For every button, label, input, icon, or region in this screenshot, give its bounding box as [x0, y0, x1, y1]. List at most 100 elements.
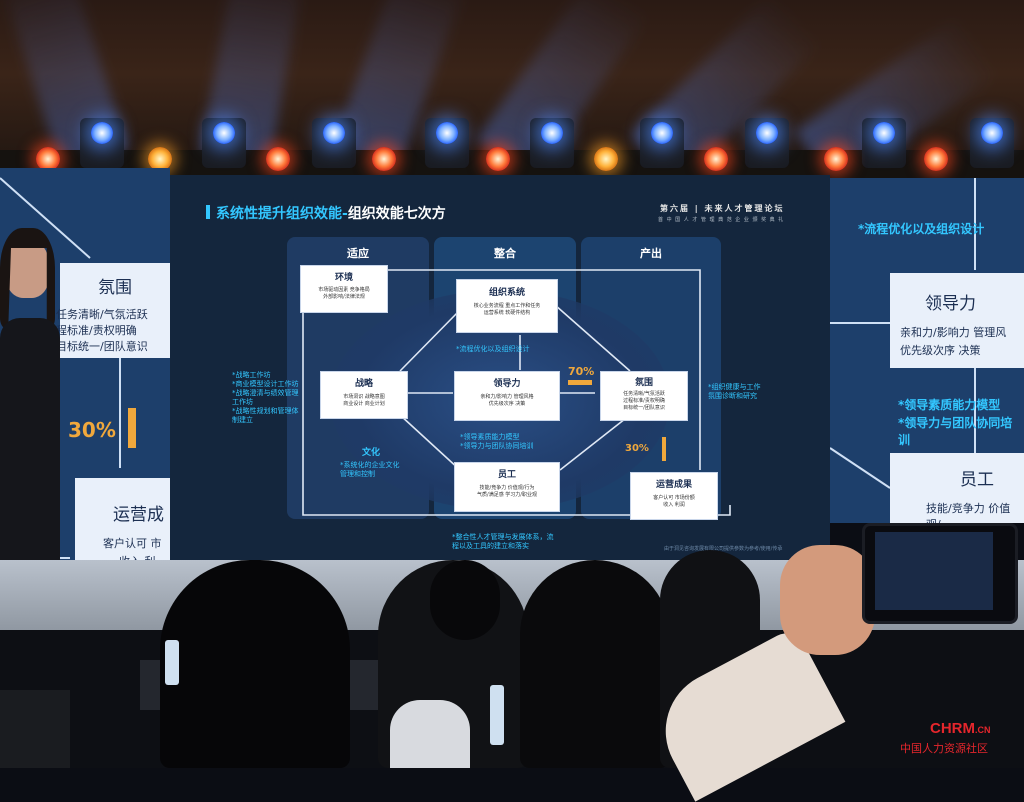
amber-stage-light [594, 147, 618, 171]
column-header: 产出 [640, 247, 662, 260]
red-stage-light [372, 147, 396, 171]
ceiling [0, 0, 1024, 189]
note-process: *流程优化以及组织设计 [456, 345, 530, 353]
down-arrow-icon [662, 437, 666, 461]
left-result-line: 客户认可 市 [103, 537, 162, 550]
main-slide: 系统性提升组织效能-组织效能七次方 第六届 | 未来人才管理论坛 首 中 国 人… [170, 175, 830, 570]
water-bottle [165, 640, 179, 685]
right-note-process: *流程优化以及组织设计 [858, 222, 985, 236]
right-staff-box: 员工 技能/竞争力 价值观/ [890, 453, 1024, 523]
watermark-logo: CHRM.CN [930, 720, 991, 737]
attendee [160, 560, 350, 768]
right-leader-title: 领导力 [925, 294, 976, 314]
attendee-head [430, 560, 500, 640]
box-environment-title: 环境 [334, 273, 353, 283]
note-climate: *组织健康与工作 氛围诊断和研究 [708, 383, 761, 400]
box-climate-title: 氛围 [634, 378, 653, 388]
culture-label: 文化 [362, 448, 381, 458]
left-side-screen: 氛围 任务清晰/气氛活跃 程标准/责权明确 目标统一/团队意识 30% 运营成 … [0, 168, 170, 578]
left-climate-line: 目标统一/团队意识 [56, 340, 148, 353]
pct-30-label: 30% [625, 443, 649, 454]
right-note-team: *领导力与团队协同培训 [898, 416, 1013, 447]
box-climate: 氛围 任务清晰/气氛活跃 过程标准/责权明确 目标统一/团队意识 [600, 371, 688, 421]
down-arrow-icon [128, 408, 136, 448]
box-leadership: 领导力 亲和力/影响力 管理风格 优先级次序 决策 [454, 371, 560, 421]
left-pct-label: 30% [68, 418, 116, 442]
note-strategy-workshops: *战略工作坊 *商业模型设计工作坊 *战略澄清与绩效管理 工作坊 *战略性规划和… [232, 371, 299, 424]
box-org-system: 组织系统 核心业务流程 重点工作和任务 运营系统 软硬件结构 [456, 279, 558, 333]
right-leader-line: 优先级次序 决策 [900, 344, 981, 357]
red-stage-light [704, 147, 728, 171]
stage-lamp [640, 118, 684, 168]
red-stage-light [824, 147, 848, 171]
stage-lamp [80, 118, 124, 168]
slide-title-prefix: 系统性提升组织效能- [216, 206, 348, 222]
forum-title: 第六届 | 未来人才管理论坛 [660, 204, 785, 213]
column-header: 整合 [494, 247, 516, 260]
box-leadership-title: 领导力 [493, 379, 521, 389]
box-strategy-desc: 市场洞识 战略意图 商业设计 商业计划 [343, 394, 385, 407]
right-side-screen: *流程优化以及组织设计 领导力 亲和力/影响力 管理风 优先级次序 决策 *领导… [830, 178, 1024, 523]
attendee [520, 560, 670, 768]
box-org-system-desc: 核心业务流程 重点工作和任务 运营系统 软硬件结构 [473, 303, 541, 316]
slide-title-highlight: 组织效能七次方 [347, 206, 446, 222]
note-footer: 由于洞见咨询发展有限公司提供参数为参考/使用/传承 [664, 546, 783, 552]
right-arrow-icon [568, 380, 592, 385]
slide-title: 系统性提升组织效能-组织效能七次方 [216, 203, 446, 223]
left-result-title: 运营成 [113, 505, 164, 525]
red-stage-light [36, 147, 60, 171]
stage-lamp [202, 118, 246, 168]
box-results-desc: 客户认可 市场份额 收入 利润 [653, 495, 695, 508]
amber-stage-light [148, 147, 172, 171]
chair-back [390, 700, 470, 768]
right-staff-title: 员工 [960, 470, 994, 490]
watermark-suffix: .CN [975, 725, 991, 735]
note-talent-system: *整合性人才管理与发展体系，流 程以及工具的建立和落实 [452, 533, 554, 550]
box-staff: 员工 技能/竞争力 价值观/行为 气质/满足感 学习力/职业观 [454, 462, 560, 512]
stage-lamp [530, 118, 574, 168]
title-accent-bar [206, 205, 210, 219]
box-staff-desc: 技能/竞争力 价值观/行为 气质/满足感 学习力/职业观 [477, 485, 537, 498]
left-climate-line: 程标准/责权明确 [56, 324, 137, 337]
box-strategy: 战略 市场洞识 战略意图 商业设计 商业计划 [320, 371, 408, 419]
phone [862, 523, 1018, 624]
note-leadership: *领导素质能力模型 *领导力与团队协同培训 [460, 433, 534, 450]
red-stage-light [266, 147, 290, 171]
red-stage-light [486, 147, 510, 171]
right-leader-line: 亲和力/影响力 管理风 [900, 326, 1007, 339]
box-results-title: 运营成果 [655, 480, 692, 490]
stage-lamp [745, 118, 789, 168]
box-strategy-title: 战略 [354, 379, 373, 389]
speaker [0, 228, 70, 578]
left-climate-box: 氛围 任务清晰/气氛活跃 程标准/责权明确 目标统一/团队意识 [56, 263, 170, 358]
hand [780, 545, 875, 655]
pct-70-label: 70% [568, 365, 595, 378]
left-climate-line: 任务清晰/气氛活跃 [56, 308, 148, 321]
right-staff-line: 技能/竞争力 价值观/ [926, 502, 1011, 523]
box-org-system-title: 组织系统 [488, 288, 525, 298]
box-environment: 环境 市场驱动因素 竞争格局 外部影响/法律法规 [300, 265, 388, 313]
diagram-arrows [302, 269, 731, 516]
stage-lamp [425, 118, 469, 168]
right-leader-box: 领导力 亲和力/影响力 管理风 优先级次序 决策 [890, 273, 1024, 368]
stage-lamp [862, 118, 906, 168]
left-climate-title: 氛围 [98, 278, 132, 298]
red-stage-light [924, 147, 948, 171]
box-climate-desc: 任务清晰/气氛活跃 过程标准/责权明确 目标统一/团队意识 [623, 391, 665, 411]
box-environment-desc: 市场驱动因素 竞争格局 外部影响/法律法规 [318, 287, 370, 300]
attendee [0, 690, 70, 768]
right-screen-arrows [830, 178, 976, 489]
water-bottle [490, 685, 504, 745]
box-staff-title: 员工 [497, 470, 516, 480]
stage-lamp [312, 118, 356, 168]
box-leadership-desc: 亲和力/影响力 管理风格 优先级次序 决策 [480, 394, 534, 407]
stage-lamp [970, 118, 1014, 168]
box-results: 运营成果 客户认可 市场份额 收入 利润 [630, 472, 718, 520]
watermark-slogan: 中国人力资源社区 [900, 743, 988, 755]
column-header: 适应 [347, 247, 369, 260]
watermark-brand: CHRM [930, 720, 975, 737]
note-culture: *系统化的企业文化 管理和控制 [340, 461, 400, 478]
right-note-leader: *领导素质能力模型 [898, 398, 1001, 412]
phone-screen [875, 532, 993, 610]
forum-subtitle: 首 中 国 人 才 管 理 典 范 企 业 颁 奖 典 礼 [658, 217, 785, 223]
